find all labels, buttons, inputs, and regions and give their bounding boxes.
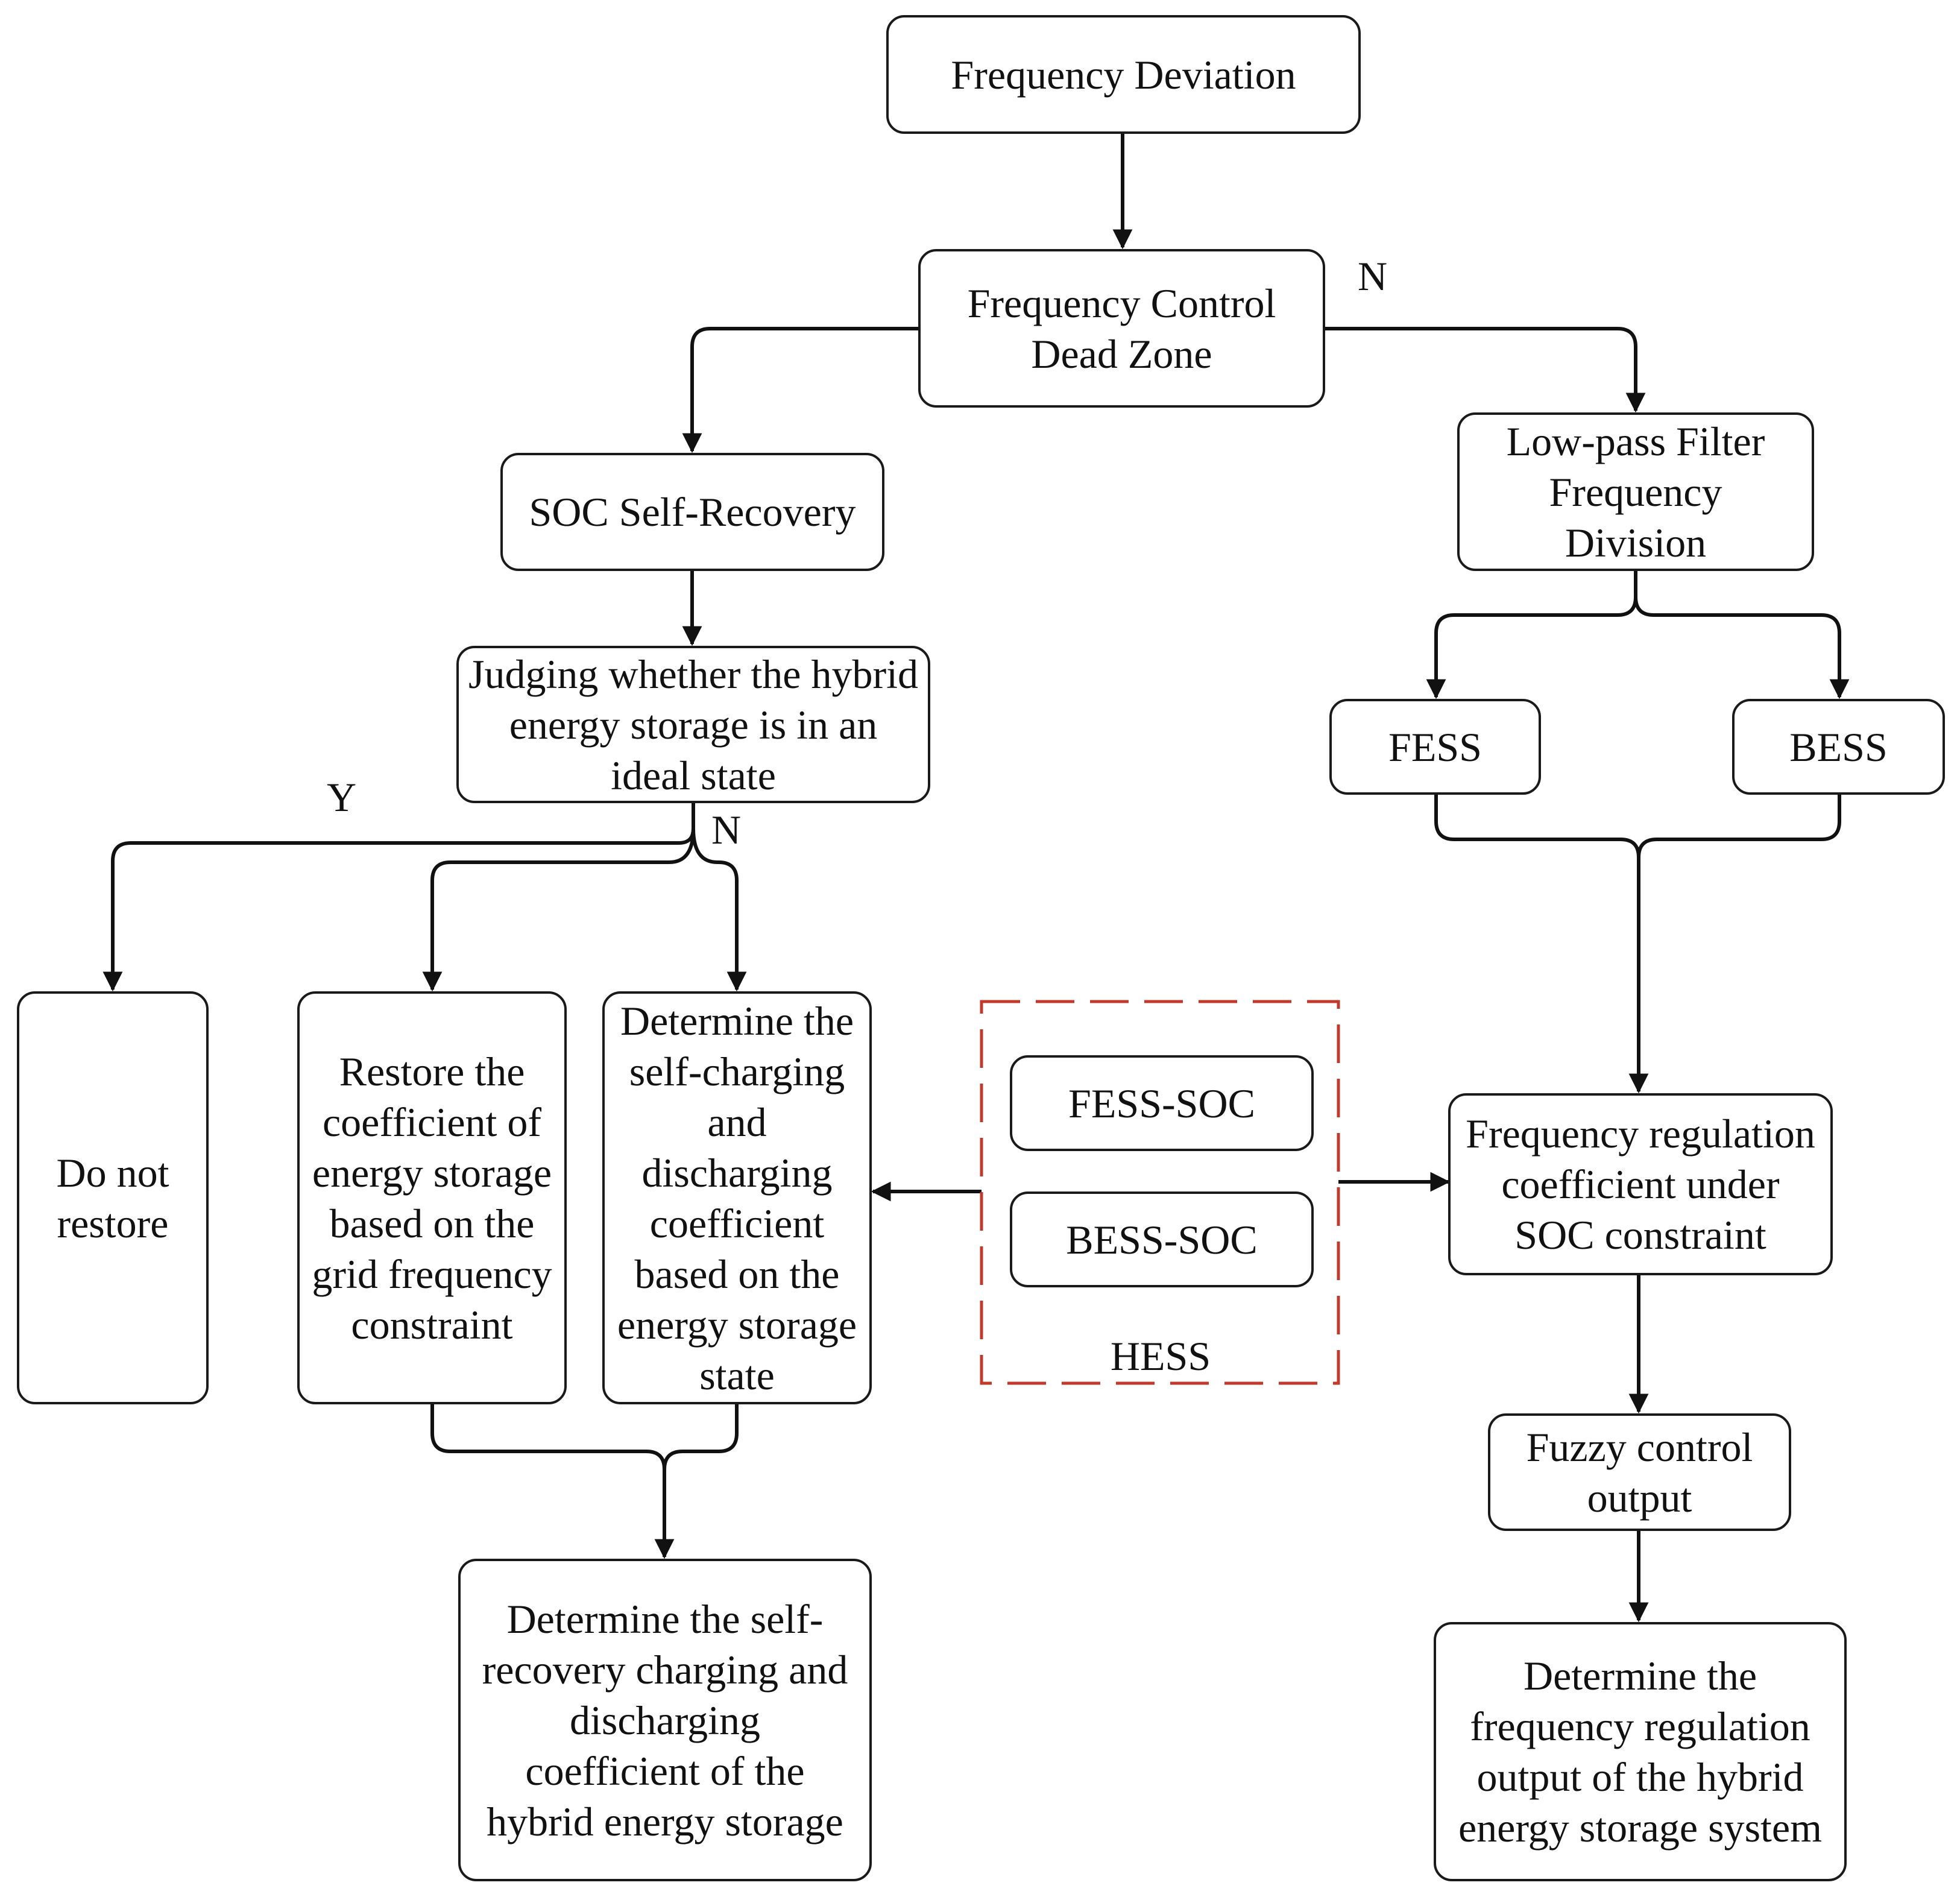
edge-deadzone-to-lowpass — [1325, 327, 1646, 413]
node-freq-reg-coefficient-text: Frequency regulation coefficient under S… — [1466, 1111, 1815, 1258]
node-dead-zone-text: Frequency Control Dead Zone — [967, 280, 1276, 377]
node-do-not-restore: Do not restore — [17, 991, 209, 1404]
edge-judging-to-donot — [102, 803, 695, 992]
node-dead-zone: Frequency Control Dead Zone — [918, 249, 1325, 408]
edge-label-judging-n: N — [711, 807, 742, 853]
edge-fess-merge — [1434, 795, 1640, 858]
node-low-pass-filter: Low-pass Filter Frequency Division — [1457, 412, 1814, 571]
node-determine-self-recovery-text: Determine the self-recovery charging and… — [482, 1595, 848, 1845]
node-fess-soc: FESS-SOC — [1010, 1055, 1314, 1151]
node-determine-self-charging-text: Determine the self-charging and discharg… — [617, 997, 857, 1398]
edge-judging-to-determine — [692, 828, 747, 992]
node-frequency-deviation-text: Frequency Deviation — [951, 51, 1296, 98]
node-do-not-restore-text: Do not restore — [56, 1149, 169, 1246]
node-judging-text: Judging whether the hybrid energy storag… — [468, 651, 918, 798]
node-frequency-deviation: Frequency Deviation — [886, 15, 1361, 134]
node-bess-text: BESS — [1789, 724, 1888, 770]
node-fess-soc-text: FESS-SOC — [1068, 1080, 1255, 1126]
node-fuzzy-output-text: Fuzzy control output — [1526, 1424, 1753, 1521]
node-determine-self-charging: Determine the self-charging and discharg… — [602, 991, 872, 1404]
node-soc-self-recovery-text: SOC Self-Recovery — [529, 489, 856, 535]
edge-deadzone-to-soc — [682, 327, 918, 453]
edge-restore-merge — [430, 1404, 666, 1470]
node-bess: BESS — [1732, 699, 1945, 795]
node-restore-coefficient-text: Restore the coefficient of energy storag… — [312, 1048, 552, 1348]
node-restore-coefficient: Restore the coefficient of energy storag… — [297, 991, 567, 1404]
edge-lowpass-to-fess — [1426, 571, 1637, 699]
node-determine-freq-output: Determine the frequency regulation outpu… — [1434, 1622, 1847, 1881]
node-fess: FESS — [1329, 699, 1541, 795]
node-fuzzy-output: Fuzzy control output — [1488, 1413, 1791, 1531]
node-judging: Judging whether the hybrid energy storag… — [456, 646, 930, 803]
hess-group-border — [980, 1000, 1340, 1385]
edge-bess-merge — [1637, 795, 1841, 858]
hess-label: HESS — [1110, 1333, 1211, 1379]
edge-judging-to-restore — [422, 828, 695, 992]
edge-lowpass-to-bess — [1634, 596, 1850, 699]
node-bess-soc: BESS-SOC — [1010, 1191, 1314, 1287]
node-low-pass-filter-text: Low-pass Filter Frequency Division — [1506, 418, 1765, 566]
node-freq-reg-coefficient: Frequency regulation coefficient under S… — [1448, 1093, 1833, 1275]
node-determine-freq-output-text: Determine the frequency regulation outpu… — [1458, 1653, 1823, 1851]
node-bess-soc-text: BESS-SOC — [1066, 1216, 1258, 1263]
node-determine-self-recovery: Determine the self-recovery charging and… — [458, 1559, 872, 1881]
edge-determine-merge — [663, 1404, 739, 1470]
edge-label-deadzone-n: N — [1358, 253, 1388, 299]
node-soc-self-recovery: SOC Self-Recovery — [500, 453, 884, 571]
node-fess-text: FESS — [1388, 724, 1482, 770]
edge-label-judging-y: Y — [327, 774, 357, 820]
